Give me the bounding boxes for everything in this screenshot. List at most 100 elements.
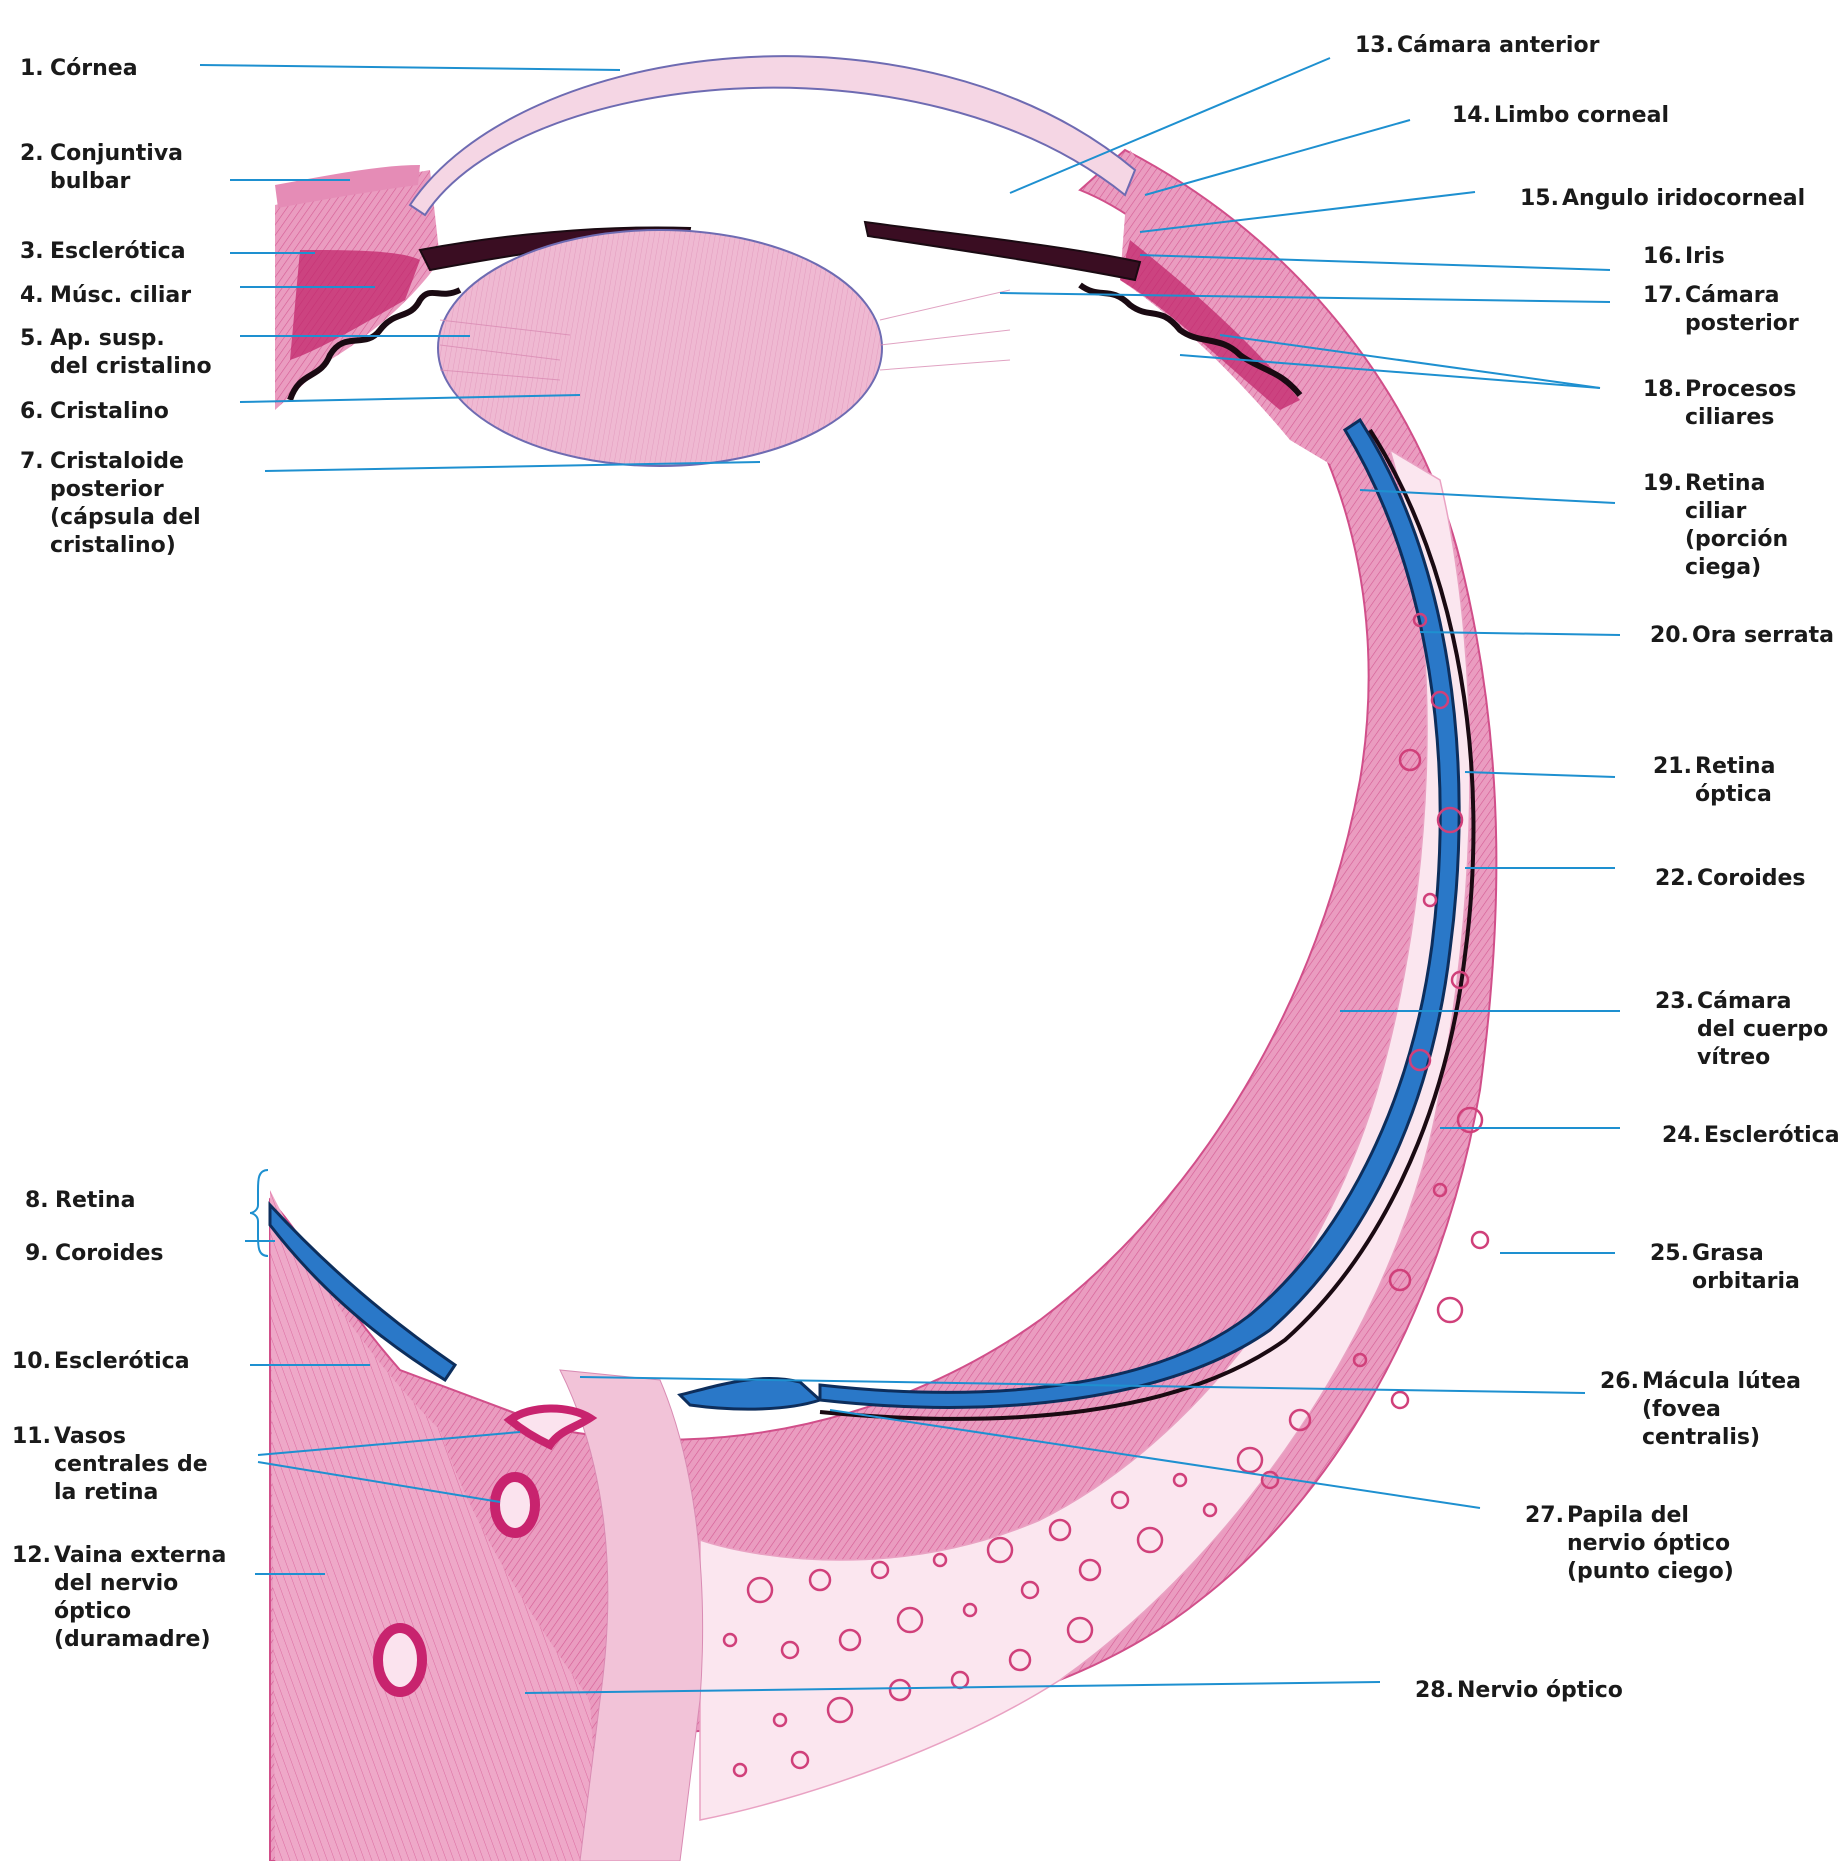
label-text: Retina (55, 1188, 135, 1213)
label-number: 24. (1662, 1123, 1701, 1148)
label-text: Cámara (1697, 989, 1791, 1014)
label-number: 27. (1525, 1503, 1564, 1528)
label-text: Retina (1695, 754, 1775, 779)
label-18: 18.Procesosciliares (1643, 377, 1796, 430)
label-27: 27.Papila del nervio óptico (punto ciego) (1525, 1503, 1734, 1584)
label-text: del cristalino (50, 354, 212, 379)
label-text: posterior (1685, 311, 1799, 336)
label-text: óptica (1695, 782, 1772, 807)
label-5: 5.Ap. susp.del cristalino (20, 326, 212, 379)
label-text: óptico (54, 1599, 131, 1624)
label-text: Esclerótica (54, 1349, 190, 1374)
leader-1 (200, 65, 620, 70)
label-text: Limbo corneal (1494, 103, 1669, 128)
label-number: 5. (20, 326, 44, 351)
eye-illustration (270, 56, 1496, 1861)
label-text: (punto ciego) (1567, 1559, 1734, 1584)
iris-right (865, 222, 1140, 280)
label-24: 24.Esclerótica (1662, 1123, 1840, 1148)
label-number: 4. (20, 283, 44, 308)
label-number: 26. (1600, 1369, 1639, 1394)
cornea-arc (410, 56, 1135, 215)
label-text: Papila del (1567, 1503, 1689, 1528)
label-text: Vaina externa (54, 1543, 226, 1568)
central-vessel-2 (495, 1477, 535, 1533)
fat-cell (1472, 1232, 1488, 1248)
retina-brace (250, 1170, 268, 1256)
label-14: 14.Limbo corneal (1452, 103, 1669, 128)
label-23: 23.Cámaradel cuerpovítreo (1655, 989, 1828, 1070)
label-text: Esclerótica (50, 239, 186, 264)
label-text: Ora serrata (1692, 623, 1834, 648)
label-text: cristalino) (50, 533, 176, 558)
label-number: 10. (12, 1349, 51, 1374)
label-number: 17. (1643, 283, 1682, 308)
leader-7 (265, 462, 760, 471)
label-text: Músc. ciliar (50, 283, 191, 308)
label-number: 3. (20, 239, 44, 264)
label-number: 2. (20, 141, 44, 166)
lens (438, 230, 882, 466)
label-text: nervio óptico (1567, 1531, 1730, 1556)
label-text: centralis) (1642, 1425, 1760, 1450)
label-text: (fovea (1642, 1397, 1721, 1422)
label-text: Córnea (50, 56, 138, 81)
label-text: Vasos (54, 1424, 126, 1449)
fat-cell (1438, 1298, 1462, 1322)
label-number: 9. (25, 1241, 49, 1266)
label-text: Cristalino (50, 399, 169, 424)
fat-cell (1392, 1392, 1408, 1408)
label-text: posterior (50, 477, 164, 502)
label-number: 18. (1643, 377, 1682, 402)
label-text: orbitaria (1692, 1269, 1800, 1294)
label-text: Mácula lútea (1642, 1369, 1801, 1394)
label-number: 21. (1653, 754, 1692, 779)
macula-fovea (680, 1378, 820, 1409)
label-3: 3.Esclerótica (20, 239, 186, 264)
label-15: 15.Angulo iridocorneal (1520, 186, 1805, 211)
label-number: 8. (25, 1188, 49, 1213)
label-text: (duramadre) (54, 1627, 211, 1652)
leader-14 (1145, 120, 1410, 195)
label-text: Cámara anterior (1397, 33, 1600, 58)
label-10: 10.Esclerótica (12, 1349, 190, 1374)
label-number: 22. (1655, 866, 1694, 891)
label-text: centrales de (54, 1452, 208, 1477)
label-text: (cápsula del (50, 505, 201, 530)
label-13: 13.Cámara anterior (1355, 33, 1600, 58)
label-number: 12. (12, 1543, 51, 1568)
label-6: 6.Cristalino (20, 399, 169, 424)
label-number: 19. (1643, 471, 1682, 496)
label-28: 28.Nervio óptico (1415, 1678, 1623, 1703)
label-text: del nervio (54, 1571, 178, 1596)
label-16: 16.Iris (1643, 244, 1725, 269)
label-number: 1. (20, 56, 44, 81)
label-text: Grasa (1692, 1241, 1764, 1266)
label-text: Coroides (1697, 866, 1806, 891)
label-text: Esclerótica (1704, 1123, 1840, 1148)
label-1: 1.Córnea (20, 56, 138, 81)
label-text: del cuerpo (1697, 1017, 1828, 1042)
label-number: 23. (1655, 989, 1694, 1014)
label-text: ciega) (1685, 555, 1761, 580)
label-number: 14. (1452, 103, 1491, 128)
sheath-vessel (378, 1628, 422, 1692)
label-25: 25.Grasa orbitaria (1650, 1241, 1800, 1294)
label-number: 16. (1643, 244, 1682, 269)
label-text: Iris (1685, 244, 1725, 269)
label-number: 15. (1520, 186, 1559, 211)
label-text: Angulo iridocorneal (1562, 186, 1805, 211)
label-12: 12.Vaina externa del nervio óptico (duramad… (12, 1543, 226, 1652)
label-number: 25. (1650, 1241, 1689, 1266)
label-number: 7. (20, 449, 44, 474)
label-text: Conjuntiva (50, 141, 183, 166)
label-8: 8.Retina (25, 1188, 135, 1213)
label-number: 28. (1415, 1678, 1454, 1703)
label-21: 21.Retina óptica (1653, 754, 1775, 807)
label-20: 20.Ora serrata (1650, 623, 1834, 648)
